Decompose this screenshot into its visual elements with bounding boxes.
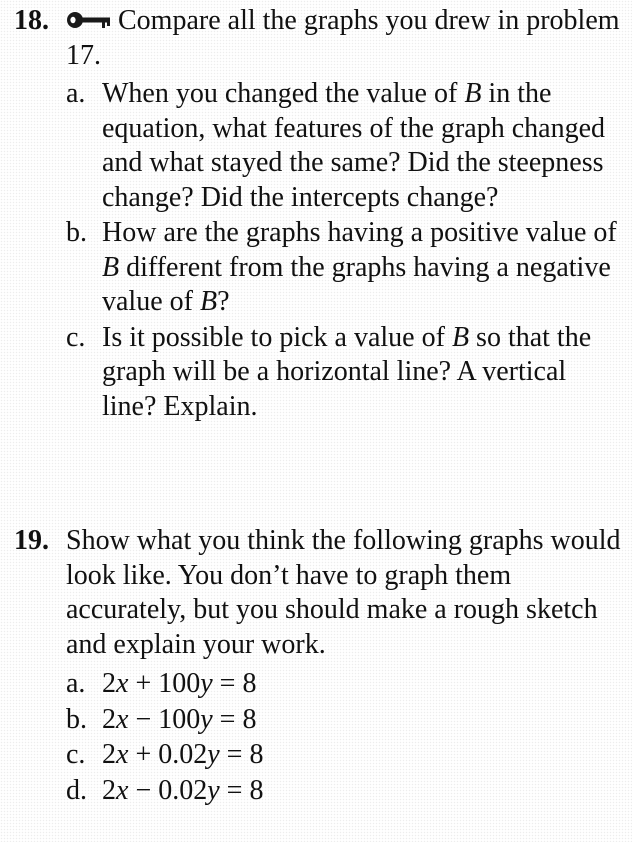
problem-19: 19. Show what you think the following gr… (14, 524, 624, 808)
equals-constant: = 8 (219, 774, 264, 806)
variable-y: y (207, 774, 220, 806)
coefficient: 2 (102, 668, 116, 699)
problem-parts: a. 2x + 100y = 8 b. 2x − 100y = 8 c. 2x … (66, 666, 624, 808)
part-letter: d. (66, 774, 87, 806)
coefficient: 2 (102, 774, 116, 806)
part-letter: b. (66, 217, 87, 248)
equals-constant: = 8 (219, 739, 264, 770)
variable-x: x (116, 739, 129, 770)
text-segment: so that the graph will be a horizontal l… (102, 321, 592, 422)
coefficient: − 100 (128, 703, 201, 735)
text-segment: Is it possible to pick a value of (102, 321, 452, 353)
text-segment: ? (217, 286, 230, 317)
part-text: Is it possible to pick a value of B so t… (102, 322, 591, 422)
coefficient: 2 (102, 739, 116, 770)
coefficient: 2 (102, 703, 116, 735)
variable-b: B (451, 321, 470, 353)
coefficient: + 0.02 (128, 739, 208, 770)
part-letter: b. (66, 703, 87, 735)
variable-b: B (464, 78, 482, 109)
variable-y: y (207, 739, 220, 770)
text-segment: How are the graphs having a positive val… (102, 217, 617, 248)
variable-x: x (116, 668, 129, 699)
problem-stem-text: Show what you think the following graphs… (66, 525, 621, 660)
problem-number: 18. (14, 5, 49, 36)
equation: 2x − 100y = 8 (102, 704, 256, 735)
variable-y: y (200, 703, 213, 735)
variable-x: x (116, 774, 129, 806)
part-b: b. How are the graphs having a positive … (66, 216, 624, 320)
key-icon (67, 11, 110, 28)
text-segment: different from the graphs having a negat… (102, 251, 611, 318)
part-a: a. 2x + 100y = 8 (66, 666, 624, 702)
problem-18: 18. Compare all the graphs you drew in p… (14, 4, 624, 425)
variable-x: x (116, 703, 129, 735)
part-c: c. 2x + 0.02y = 8 (66, 737, 624, 773)
coefficient: − 0.02 (128, 774, 208, 806)
part-letter: c. (66, 739, 86, 770)
coefficient: + 100 (128, 668, 201, 699)
part-b: b. 2x − 100y = 8 (66, 702, 624, 738)
problem-number: 19. (14, 525, 49, 556)
equals-constant: = 8 (212, 668, 257, 699)
problem-stem-text: Compare all the graphs you drew in probl… (66, 5, 620, 71)
variable-b: B (102, 251, 120, 283)
variable-y: y (200, 668, 213, 699)
equation: 2x + 100y = 8 (102, 668, 256, 699)
equation: 2x − 0.02y = 8 (102, 775, 263, 806)
part-d: d. 2x − 0.02y = 8 (66, 773, 624, 809)
problem-stem: Compare all the graphs you drew in probl… (66, 4, 624, 73)
equals-constant: = 8 (212, 703, 257, 735)
part-text: How are the graphs having a positive val… (102, 217, 617, 317)
variable-b: B (199, 286, 218, 317)
part-text: When you changed the value of B in the e… (102, 78, 605, 213)
part-a: a. When you changed the value of B in th… (66, 77, 624, 215)
text-segment: in the equation, what features of the gr… (102, 78, 606, 213)
equation: 2x + 0.02y = 8 (102, 739, 263, 770)
part-letter: c. (66, 321, 86, 353)
problem-parts: a. When you changed the value of B in th… (66, 77, 624, 424)
part-c: c. Is it possible to pick a value of B s… (66, 321, 624, 425)
problem-stem: Show what you think the following graphs… (66, 524, 624, 662)
part-letter: a. (66, 78, 86, 109)
part-letter: a. (66, 668, 86, 699)
text-segment: When you changed the value of (102, 78, 465, 109)
